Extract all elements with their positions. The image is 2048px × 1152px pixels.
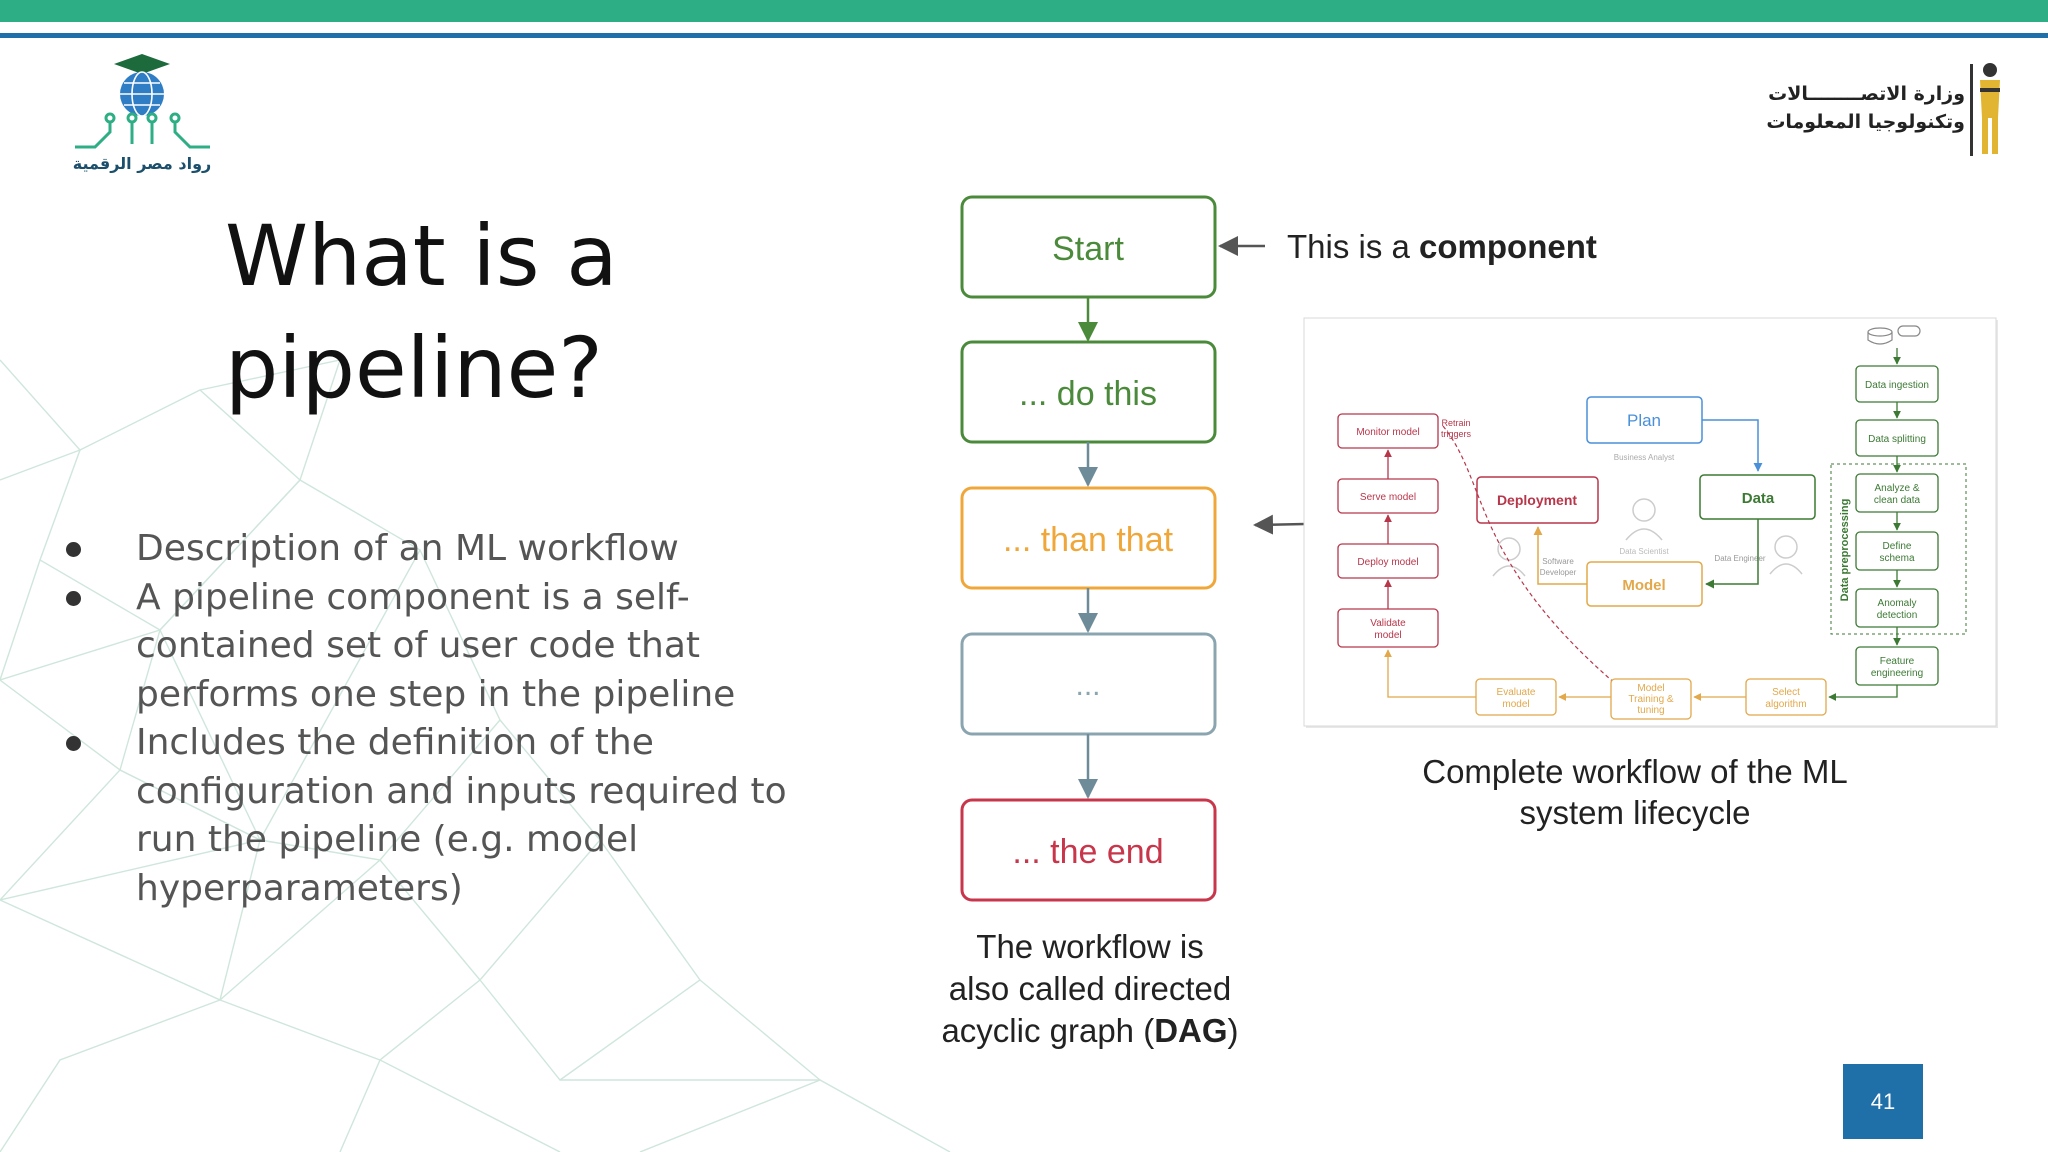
lifecycle-pointer-arrow [1253, 514, 1306, 535]
ministry-logo-line1: وزارة الاتصــــــــالات [1768, 83, 1965, 105]
svg-text:clean data: clean data [1874, 495, 1921, 506]
preprocessing-label: Data preprocessing [1839, 499, 1851, 602]
slide-title: What is a pipeline? [225, 207, 618, 417]
lifecycle-serve: Serve model [1337, 478, 1439, 514]
lifecycle-edge [1533, 526, 1587, 585]
lifecycle-model: Model Data Scientist [1586, 547, 1703, 607]
lifecycle-validate: Validate model [1337, 608, 1439, 648]
lifecycle-edge [1702, 419, 1763, 472]
top-accent-bar [0, 0, 2048, 22]
svg-text:... the end: ... the end [1012, 833, 1163, 871]
bullet-dot-icon [66, 736, 81, 751]
svg-text:Define: Define [1883, 541, 1912, 552]
lifecycle-analyze: Analyze & clean data [1855, 473, 1939, 513]
svg-text:Data Scientist: Data Scientist [1619, 547, 1669, 556]
svg-text:Data: Data [1742, 490, 1775, 507]
ml-lifecycle-figure: Plan Business Analyst Data Data Engineer… [1303, 317, 1998, 728]
svg-text:Feature: Feature [1880, 656, 1915, 667]
svg-text:Model: Model [1622, 577, 1665, 594]
dag-caption-line: also called directed [949, 970, 1232, 1007]
bullet-item: Description of an ML workflow [62, 525, 832, 574]
preprocessing-group [1830, 463, 1967, 635]
lifecycle-monitor: Monitor model [1337, 413, 1439, 449]
svg-text:algorithm: algorithm [1765, 699, 1806, 710]
lifecycle-ingestion: Data ingestion [1855, 365, 1939, 403]
data-source-icons [1867, 325, 1921, 345]
lifecycle-caption-line: Complete workflow of the ML [1422, 753, 1848, 790]
lifecycle-deployment: Deployment Software Developer [1476, 476, 1599, 577]
retrain-label: triggers [1441, 429, 1472, 439]
bullet-dot-icon [66, 542, 81, 557]
lifecycle-deploy: Deploy model [1337, 543, 1439, 579]
svg-text:Business Analyst: Business Analyst [1614, 453, 1675, 462]
svg-text:Validate: Validate [1370, 618, 1406, 629]
lifecycle-schema: Define schema [1855, 531, 1939, 571]
lifecycle-caption: Complete workflow of the ML system lifec… [1422, 753, 1848, 831]
dag-node-ellipsis: ... [960, 632, 1217, 736]
ministry-emblem-icon [1970, 63, 2000, 156]
svg-text:Anomaly: Anomaly [1878, 598, 1917, 609]
background-mesh [0, 359, 951, 1152]
svg-text:Model: Model [1637, 683, 1664, 694]
lifecycle-edge [1705, 519, 1759, 589]
svg-text:Data splitting: Data splitting [1868, 434, 1926, 445]
svg-text:tuning: tuning [1637, 705, 1664, 716]
dag-node-than-that: ... than that [960, 486, 1217, 590]
svg-text:Serve model: Serve model [1360, 492, 1416, 503]
lifecycle-caption-line: system lifecycle [1519, 794, 1750, 831]
bullet-dot-icon [66, 590, 81, 606]
lifecycle-feature: Feature engineering [1855, 646, 1939, 686]
component-label: This is a component [1287, 228, 1597, 265]
retrain-label: Retrain [1441, 418, 1470, 428]
svg-text:Data ingestion: Data ingestion [1865, 380, 1929, 391]
svg-text:Analyze &: Analyze & [1874, 483, 1919, 494]
lifecycle-anomaly: Anomaly detection [1855, 588, 1939, 628]
svg-text:Deployment: Deployment [1497, 492, 1577, 508]
lifecycle-training: Model Training & tuning [1610, 678, 1692, 720]
svg-text:Software: Software [1542, 557, 1574, 566]
ministry-logo-line2: وتكنولوجيا المعلومات [1766, 111, 1965, 133]
svg-text:Developer: Developer [1540, 568, 1577, 577]
svg-text:... than that: ... than that [1003, 521, 1174, 559]
svg-text:Deploy model: Deploy model [1357, 557, 1418, 568]
svg-text:... do this: ... do this [1019, 375, 1157, 413]
digital-egypt-logo [75, 54, 210, 149]
svg-text:Plan: Plan [1627, 411, 1661, 430]
svg-text:model: model [1502, 699, 1529, 710]
dag-node-do-this: ... do this [960, 340, 1217, 444]
svg-text:detection: detection [1877, 610, 1918, 621]
role-person-icons [1492, 498, 1803, 577]
retrain-edge [1442, 425, 1631, 697]
lifecycle-splitting: Data splitting [1855, 419, 1939, 457]
dag-node-end: ... the end [960, 798, 1217, 902]
svg-text:Training &: Training & [1628, 694, 1674, 705]
page-number-badge: 41 [1843, 1064, 1923, 1139]
lifecycle-edge [1828, 685, 1898, 701]
svg-text:Select: Select [1772, 687, 1800, 698]
svg-text:model: model [1374, 630, 1401, 641]
bullet-item: Includes the definition of the configura… [62, 719, 832, 913]
svg-text:...: ... [1075, 669, 1100, 702]
svg-text:Start: Start [1052, 230, 1124, 268]
ministry-logo-text: وزارة الاتصــــــــالات وتكنولوجيا المعل… [1760, 80, 1965, 136]
lifecycle-edge [1384, 649, 1476, 698]
svg-text:Evaluate: Evaluate [1497, 687, 1536, 698]
dag-caption-line: acyclic graph (DAG) [941, 1012, 1238, 1049]
lifecycle-evaluate: Evaluate model [1475, 678, 1557, 716]
bullet-item: A pipeline component is a self-contained… [62, 574, 832, 720]
left-logo-text: رواد مصر الرقمية [72, 154, 212, 173]
svg-text:Data Engineer: Data Engineer [1714, 554, 1765, 563]
dag-diagram: Start ... do this ... than that ... ... … [941, 195, 1597, 1049]
bullet-list: Description of an ML workflow A pipeline… [62, 525, 832, 913]
dag-node-start: Start [960, 195, 1217, 299]
top-accent-line [0, 33, 2048, 38]
dag-caption-line: The workflow is [976, 928, 1203, 965]
lifecycle-select: Select algorithm [1745, 678, 1827, 716]
svg-text:schema: schema [1879, 553, 1914, 564]
svg-text:Monitor model: Monitor model [1356, 427, 1419, 438]
lifecycle-plan: Plan Business Analyst [1586, 396, 1703, 462]
svg-text:engineering: engineering [1871, 668, 1923, 679]
